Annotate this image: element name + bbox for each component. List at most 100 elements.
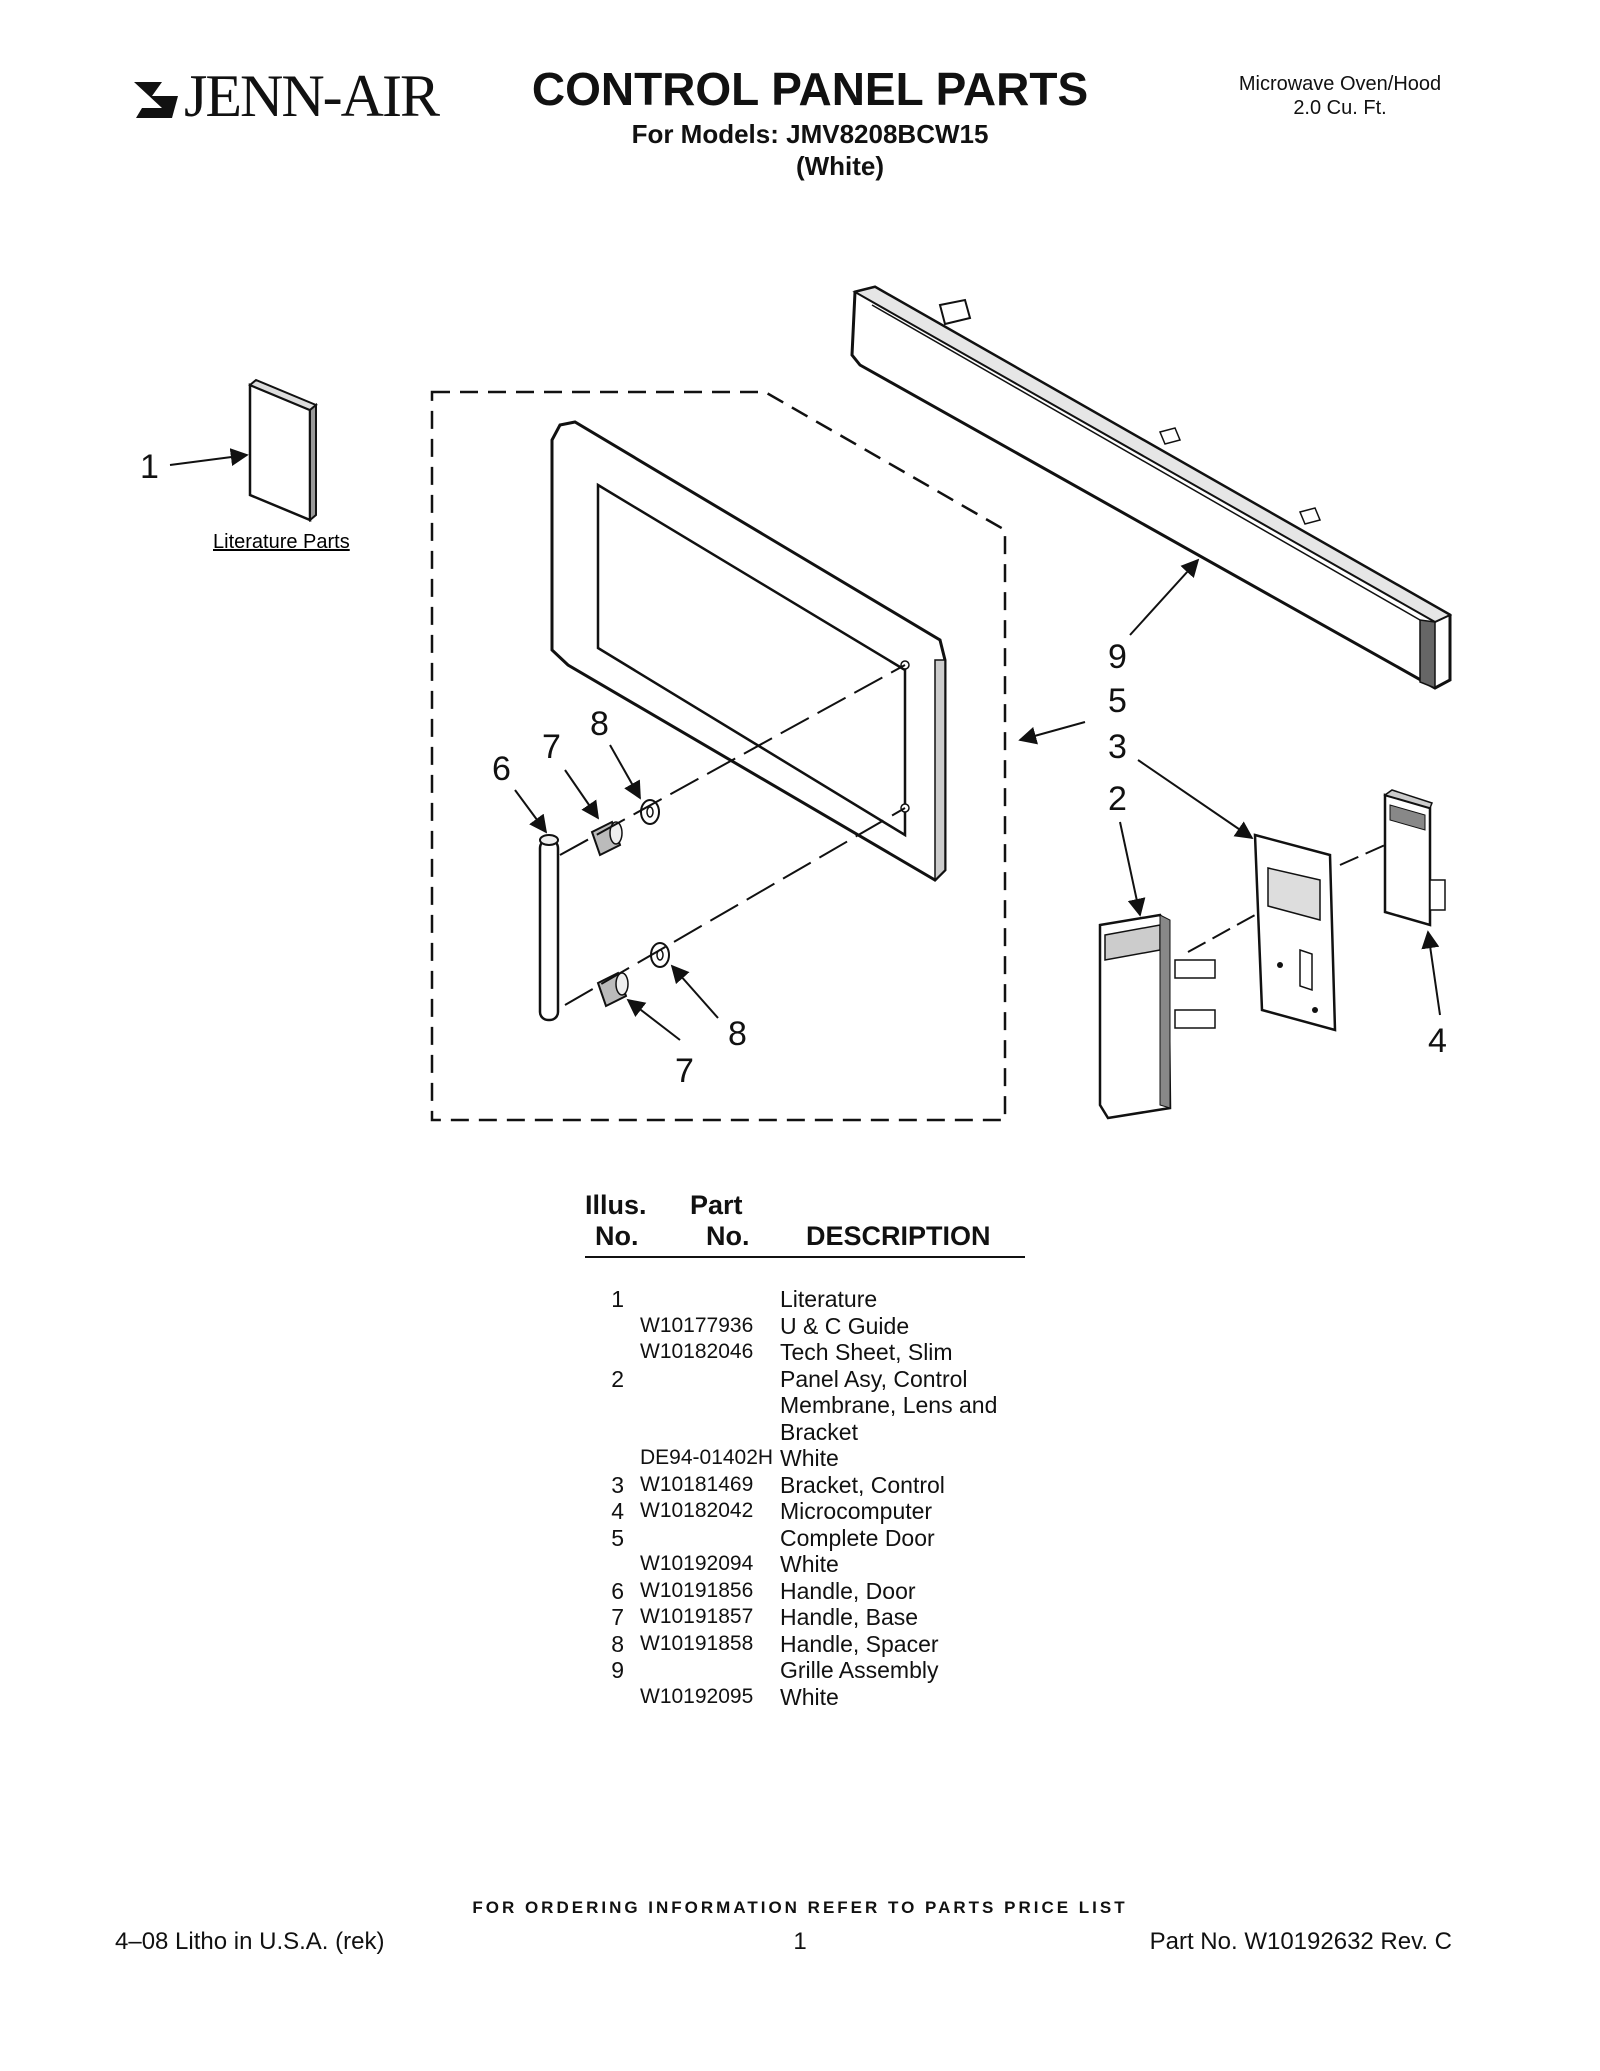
models-line: For Models: JMV8208BCW15 [631, 119, 989, 149]
illus-no-cell [585, 1551, 640, 1578]
brand-name: JENN-AIR [184, 63, 440, 129]
description-cell: Membrane, Lens and [780, 1392, 998, 1418]
literature-booklet [248, 378, 318, 523]
description-cell: Handle, Base [780, 1604, 919, 1630]
description-cell: Bracket [780, 1418, 858, 1445]
complete-door-outline [430, 390, 1007, 1122]
control-bracket [1253, 833, 1337, 1032]
illus-no-cell: 2 [611, 1365, 624, 1392]
part-no-cell [640, 1657, 780, 1684]
part-no-cell [640, 1286, 780, 1313]
description-cell: White [780, 1551, 839, 1577]
illus-no-cell: 5 [611, 1524, 624, 1551]
part-no-cell: W10192094 [640, 1552, 754, 1575]
part-no-cell [640, 1525, 780, 1552]
table-row: Membrane, Lens and [585, 1392, 1025, 1419]
callout-4: 4 [1428, 1022, 1447, 1060]
part-header-bottom: No. [706, 1221, 750, 1251]
callout-8-lower: 8 [728, 1015, 747, 1053]
part-no-cell [640, 1366, 780, 1393]
illus-no-cell: 3 [611, 1471, 624, 1498]
description-cell: U & C Guide [780, 1312, 910, 1339]
callout-1: 1 [140, 448, 159, 486]
part-header-top: Part [690, 1190, 743, 1220]
description-cell: Handle, Spacer [780, 1630, 939, 1657]
callout-5: 5 [1108, 682, 1127, 720]
part-no-cell: W10182046 [640, 1340, 754, 1363]
part-no-cell: DE94-01402H [640, 1446, 774, 1469]
callout-2: 2 [1108, 780, 1127, 818]
handle-base-upper [590, 820, 623, 857]
table-row: 1 Literature [585, 1286, 1025, 1313]
part-no-cell: W10191857 [640, 1605, 754, 1628]
part-no-cell [640, 1392, 780, 1419]
part-no-cell: W10191858 [640, 1631, 754, 1655]
parts-table: Illus. Part No. No. DESCRIPTION 1 Literat… [585, 1190, 1025, 1710]
table-row: W10192095 White [585, 1684, 1025, 1711]
illus-no-cell [585, 1392, 640, 1419]
part-no-cell: W10192095 [640, 1684, 754, 1708]
callout-7-upper: 7 [542, 728, 561, 766]
handle-assembly-lines [559, 664, 906, 1006]
table-row: W10192094 White [585, 1551, 1025, 1578]
control-panel-assembly [1098, 913, 1216, 1120]
callout-8-upper: 8 [590, 705, 609, 743]
description-cell: Handle, Door [780, 1577, 916, 1604]
grille-assembly [850, 285, 1453, 690]
jenn-air-logo-icon [134, 82, 178, 118]
table-row: 6 W10191856 Handle, Door [585, 1578, 1025, 1605]
description-cell: Grille Assembly [780, 1657, 939, 1683]
illus-no-cell [585, 1684, 640, 1711]
description-cell: White [780, 1445, 839, 1471]
litho-note: 4–08 Litho in U.S.A. (rek) [115, 1928, 385, 1955]
part-no-cell: W10181469 [640, 1472, 754, 1496]
document-part-number: Part No. W10192632 Rev. C [1149, 1928, 1452, 1955]
table-row: W10182046 Tech Sheet, Slim [585, 1339, 1025, 1366]
table-row: 9 Grille Assembly [585, 1657, 1025, 1684]
illus-no-cell: 4 [611, 1498, 624, 1524]
description-cell: Literature [780, 1286, 878, 1312]
models-subtitle: For Models: JMV8208BCW15 (White) [560, 118, 1060, 182]
exploded-parts-diagram: 1 Literature Parts 6 7 8 8 [140, 285, 1453, 1122]
illus-no-cell: 1 [611, 1286, 624, 1312]
description-cell: Tech Sheet, Slim [780, 1339, 953, 1365]
page-title: CONTROL PANEL PARTS [531, 63, 1089, 115]
table-header-top: Illus. Part [585, 1190, 1025, 1221]
page-number: 1 [793, 1928, 807, 1955]
illus-no-cell [585, 1445, 640, 1472]
part-no-cell [640, 1419, 780, 1446]
table-row: 7 W10191857 Handle, Base [585, 1604, 1025, 1631]
table-row: Bracket [585, 1419, 1025, 1446]
illus-no-cell: 9 [611, 1657, 624, 1683]
part-no-cell: W10191856 [640, 1578, 754, 1602]
description-cell: Bracket, Control [780, 1471, 945, 1498]
product-description: Microwave Oven/Hood 2.0 Cu. Ft. [1180, 72, 1500, 120]
table-header-rule [585, 1256, 1025, 1258]
illus-header-bottom: No. [595, 1221, 639, 1251]
description-header: DESCRIPTION [806, 1221, 991, 1251]
description-cell: Microcomputer [780, 1498, 933, 1524]
illus-no-cell: 6 [611, 1577, 624, 1604]
callout-3: 3 [1108, 728, 1127, 766]
description-cell: White [780, 1683, 839, 1710]
product-line-2: 2.0 Cu. Ft. [1293, 97, 1387, 119]
product-line-1: Microwave Oven/Hood [1238, 73, 1442, 95]
illus-no-cell: 7 [611, 1604, 624, 1630]
illus-no-cell: 8 [611, 1630, 624, 1657]
callout-7-lower: 7 [675, 1052, 694, 1090]
literature-parts-label: Literature Parts [213, 531, 350, 553]
table-row: 3 W10181469 Bracket, Control [585, 1472, 1025, 1499]
door-frame [550, 420, 947, 882]
handle-spacer-lower [650, 942, 670, 968]
table-row: 8 W10191858 Handle, Spacer [585, 1631, 1025, 1658]
illus-no-cell [585, 1419, 640, 1446]
part-no-cell: W10182042 [640, 1499, 754, 1522]
illus-header-top: Illus. [585, 1190, 647, 1220]
brand-logo: JENN-AIR [132, 60, 452, 140]
model-color: (White) [795, 151, 885, 181]
microcomputer [1383, 789, 1446, 927]
